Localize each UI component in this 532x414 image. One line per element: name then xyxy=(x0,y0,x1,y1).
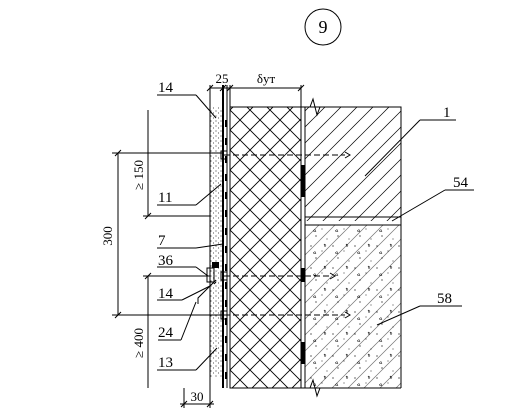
dim-400: ≥ 400 xyxy=(131,272,210,388)
dim-300: 300 xyxy=(100,149,224,319)
dim-min-bottom: ≥ 400 xyxy=(131,328,146,358)
callout-54: 54 xyxy=(453,175,469,191)
anchor-middle xyxy=(220,271,336,281)
callout-24: 24 xyxy=(158,325,174,341)
dim-insulation-thickness: δут xyxy=(257,71,276,86)
insulation-layer xyxy=(229,106,302,389)
callout-36: 36 xyxy=(158,253,174,269)
callout-14-upper: 14 xyxy=(158,80,174,96)
dim-min-top: ≥ 150 xyxy=(131,160,146,190)
callout-labels: 14 11 7 36 14 24 13 1 54 58 xyxy=(158,80,469,371)
break-lines xyxy=(305,97,330,398)
callout-58: 58 xyxy=(437,291,452,307)
anchor-upper xyxy=(220,150,351,160)
dim-30: 30 xyxy=(180,377,214,408)
detail-number: 9 xyxy=(319,17,328,37)
plaster-layer xyxy=(209,85,302,388)
callout-14-lower: 14 xyxy=(158,286,174,302)
callout-13: 13 xyxy=(158,355,173,371)
concrete-slab xyxy=(305,225,402,389)
callout-1: 1 xyxy=(443,105,451,121)
callout-7: 7 xyxy=(158,233,166,249)
anchor-dowels xyxy=(220,150,351,320)
adhesive-strips xyxy=(300,106,306,389)
dim-overall-height: 300 xyxy=(100,226,115,246)
top-dimensions: 25 δут xyxy=(206,71,305,92)
callout-leaders xyxy=(157,94,474,371)
detail-marker: 9 xyxy=(304,8,342,46)
dim-plaster-thickness: 25 xyxy=(216,71,229,86)
dim-bottom-offset: 30 xyxy=(191,389,204,404)
callout-11: 11 xyxy=(158,190,172,206)
dim-150: ≥ 150 xyxy=(131,110,210,220)
